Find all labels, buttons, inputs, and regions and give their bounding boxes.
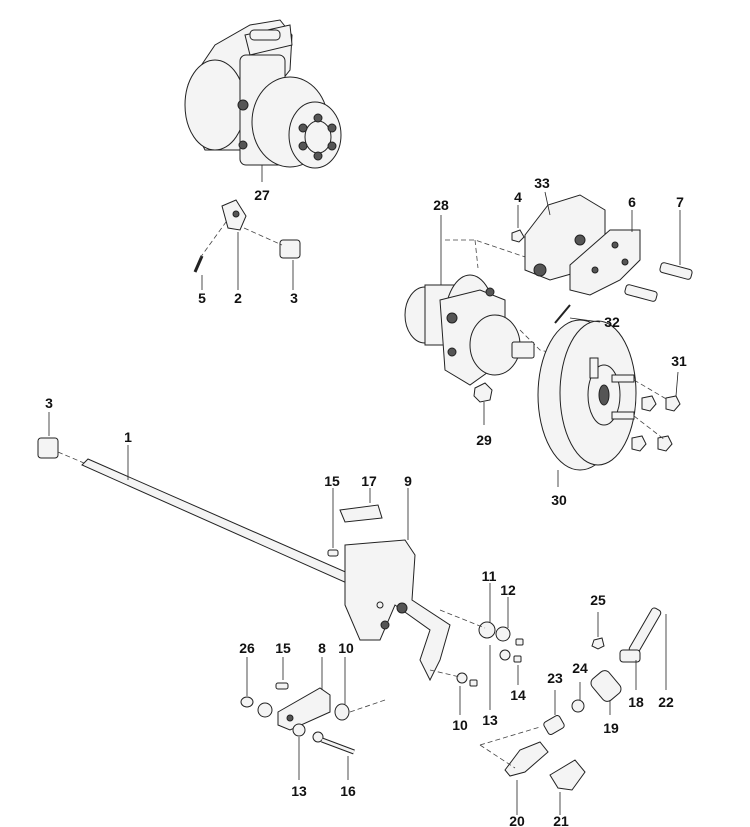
lower-linkage-group	[240, 657, 386, 780]
callout-22: 22	[658, 694, 674, 710]
callout-6: 6	[628, 194, 636, 210]
pin-part-5	[193, 255, 204, 273]
callout-23: 23	[547, 670, 563, 686]
callout-4: 4	[514, 189, 522, 205]
small-parts-group-top	[193, 199, 301, 290]
bolt-part-16	[321, 738, 355, 754]
callout-8: 8	[318, 640, 326, 656]
nut-part-26	[240, 696, 254, 708]
bracket-part-21	[549, 759, 586, 791]
callout-12: 12	[500, 582, 516, 598]
callout-19: 19	[603, 720, 619, 736]
callout-10b: 10	[452, 717, 468, 733]
callout-3: 3	[290, 290, 298, 306]
callout-9: 9	[404, 473, 412, 489]
right-linkage-group	[479, 607, 667, 815]
callout-5: 5	[198, 290, 206, 306]
bushing-part-3	[279, 239, 301, 259]
callout-3b: 3	[45, 395, 53, 411]
bolt-part-7	[659, 262, 693, 280]
callout-24: 24	[572, 660, 588, 676]
clevis-part-18	[619, 649, 641, 663]
callout-14: 14	[510, 687, 526, 703]
nut-part-29	[473, 382, 493, 403]
rod-part-22	[628, 607, 662, 655]
callout-31: 31	[671, 353, 687, 369]
screw-part-15	[327, 549, 339, 557]
pin-part-32	[554, 304, 571, 324]
pad-part-17	[339, 504, 383, 523]
bushing-part-3b	[37, 437, 59, 459]
callout-32: 32	[604, 314, 620, 330]
callout-18: 18	[628, 694, 644, 710]
callout-16: 16	[340, 783, 356, 799]
callout-27: 27	[254, 187, 270, 203]
callout-15b: 15	[275, 640, 291, 656]
brake-motor-assembly	[184, 19, 342, 182]
callout-26: 26	[239, 640, 255, 656]
callout-20: 20	[509, 813, 525, 827]
callout-2: 2	[234, 290, 242, 306]
callout-labels: 27 28 33 4 6 7 5 2 3 32 31 29 30 3 1 15 …	[45, 175, 687, 827]
shaft-group	[37, 412, 383, 597]
spring-part-23	[543, 715, 565, 735]
brake-lever-group	[327, 488, 524, 715]
callout-11: 11	[482, 568, 497, 584]
washer-part-13	[292, 723, 306, 737]
callout-33: 33	[534, 175, 550, 191]
spring-part-19	[590, 670, 622, 702]
callout-15: 15	[324, 473, 340, 489]
washer-part-10	[334, 703, 350, 721]
callout-10: 10	[338, 640, 354, 656]
callout-1: 1	[124, 429, 132, 445]
callout-25: 25	[590, 592, 606, 608]
nut-part-25	[591, 637, 605, 650]
callout-29: 29	[476, 432, 492, 448]
callout-30: 30	[551, 492, 567, 508]
callout-7: 7	[676, 194, 684, 210]
callout-17: 17	[361, 473, 377, 489]
caliper-part-6	[569, 229, 641, 296]
nut-part-4	[511, 229, 525, 243]
callout-13: 13	[482, 712, 498, 728]
callout-28: 28	[433, 197, 449, 213]
yoke-part-20	[504, 741, 549, 777]
callout-13b: 13	[291, 783, 307, 799]
caliper-bracket-group	[511, 191, 693, 302]
washer-part-24	[571, 699, 585, 713]
callout-21: 21	[553, 813, 569, 827]
link-part-8	[277, 687, 331, 731]
motor-disc-assembly	[404, 215, 681, 487]
lever-part-9	[344, 539, 451, 682]
